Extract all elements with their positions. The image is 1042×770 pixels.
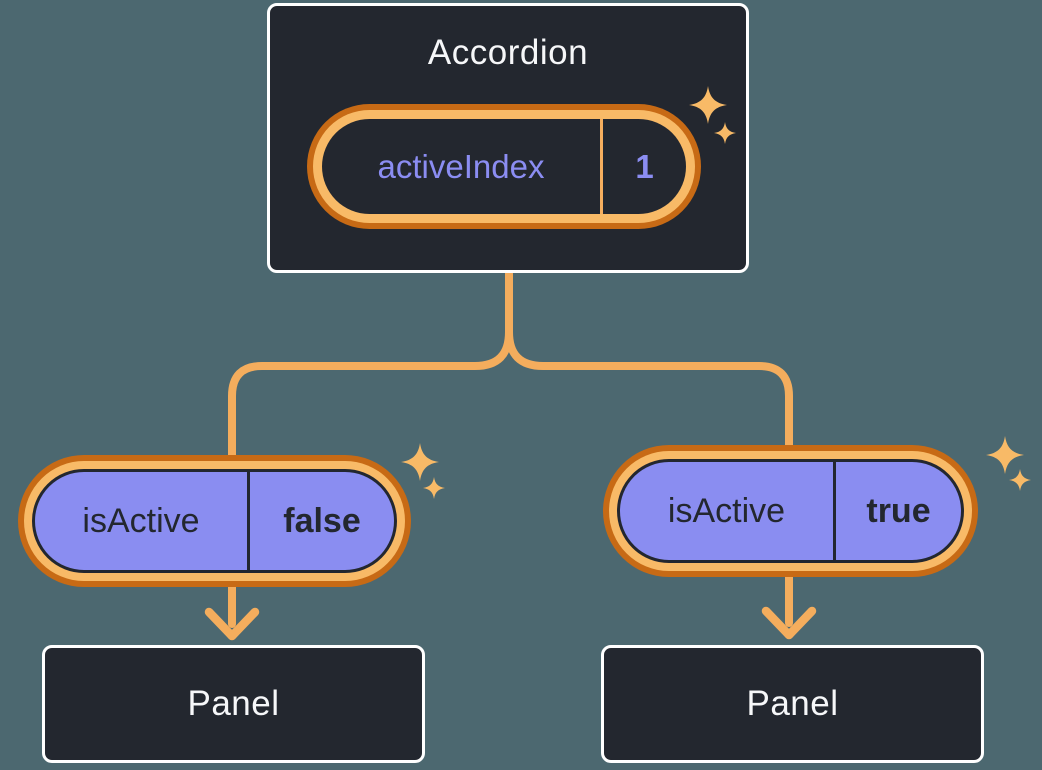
state-name: isActive xyxy=(82,501,200,540)
sparkle-icon xyxy=(714,122,736,144)
sparkle-icon xyxy=(1009,469,1031,491)
sparkle-icon xyxy=(689,86,727,124)
panel-box-left: Panel xyxy=(42,645,425,763)
sparkle-icon xyxy=(986,436,1024,474)
sparkle-icon xyxy=(423,477,445,499)
state-value: 1 xyxy=(635,147,654,185)
state-pill-body: isActive true xyxy=(617,459,964,563)
state-pill-body: isActive false xyxy=(32,469,397,573)
panel-label: Panel xyxy=(187,684,280,723)
state-pill-activeindex: activeIndex 1 xyxy=(307,104,701,229)
pill-divider xyxy=(247,472,250,570)
state-value: false xyxy=(283,501,361,540)
state-pill-ring: isActive true xyxy=(609,451,972,571)
state-pill-isactive-left: isActive false xyxy=(18,455,411,587)
state-name: activeIndex xyxy=(377,147,545,185)
state-pill-ring: isActive false xyxy=(24,461,405,581)
down-arrow-icon xyxy=(204,607,260,641)
pill-divider xyxy=(833,462,836,560)
down-arrow-icon xyxy=(761,606,817,640)
state-pill-body: activeIndex 1 xyxy=(322,119,686,214)
state-value: true xyxy=(866,491,931,530)
panel-box-right: Panel xyxy=(601,645,984,763)
accordion-title: Accordion xyxy=(427,33,589,72)
state-pill-ring: activeIndex 1 xyxy=(313,110,695,223)
state-name: isActive xyxy=(667,491,786,530)
panel-label: Panel xyxy=(746,684,839,723)
sparkle-icon xyxy=(401,443,439,481)
pill-divider xyxy=(600,119,603,214)
state-pill-isactive-right: isActive true xyxy=(603,445,978,577)
connector-right-branch xyxy=(505,270,793,627)
